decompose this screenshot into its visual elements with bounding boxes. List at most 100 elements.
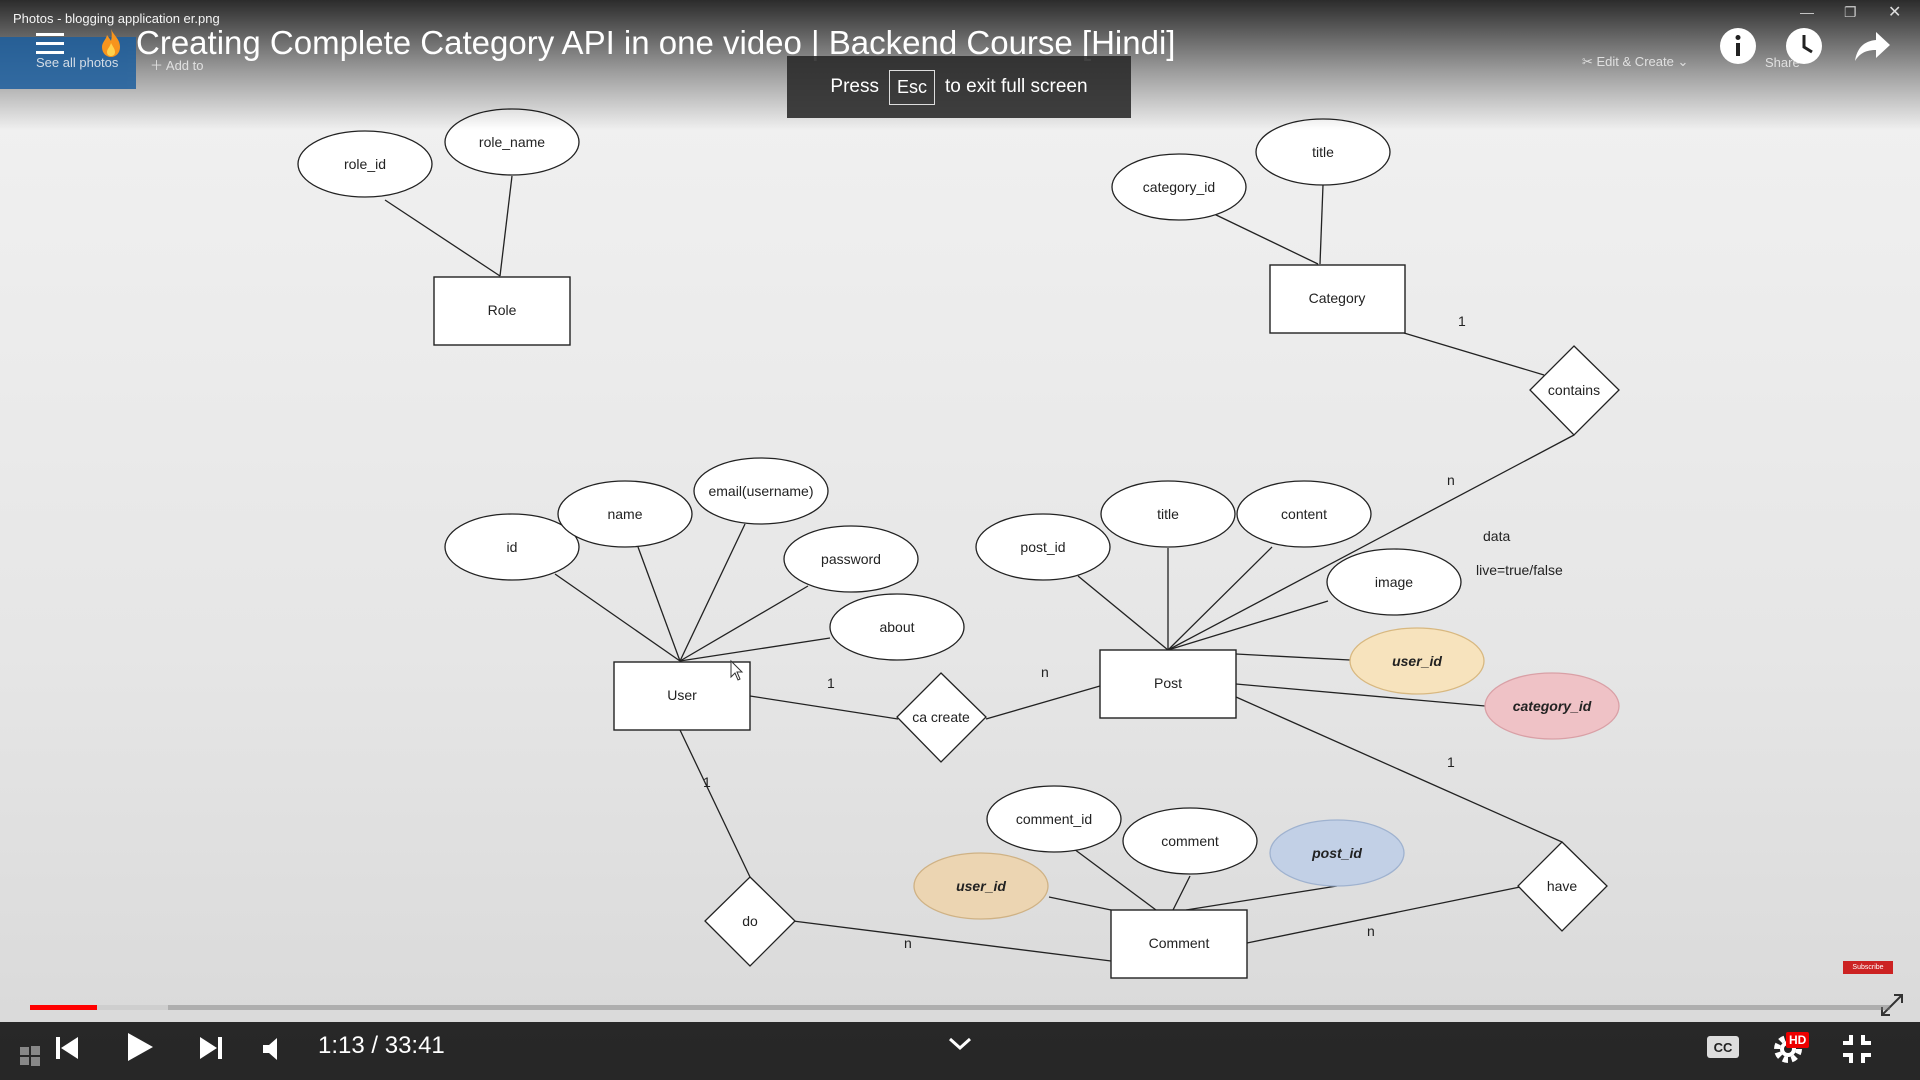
entity-user-label: User (667, 687, 697, 703)
player-controls (0, 1022, 1920, 1080)
attr-role-id: role_id (297, 130, 433, 198)
attr-user-email-label: email(username) (708, 483, 813, 499)
card-user-create: 1 (827, 675, 835, 691)
fullscreen-hint-rest: to exit full screen (945, 76, 1088, 97)
entity-post: Post (1099, 649, 1237, 719)
entity-comment-label: Comment (1149, 935, 1210, 951)
window-maximize-icon[interactable]: ❐ (1844, 4, 1857, 20)
see-all-photos-label: See all photos (36, 55, 119, 70)
subscribe-watermark[interactable]: Subscribe (1843, 961, 1893, 974)
chevron-down-icon[interactable] (944, 1034, 976, 1054)
attr-category-title-label: title (1312, 144, 1334, 160)
attr-user-id: id (444, 513, 580, 581)
fullscreen-hint: Press Esc to exit full screen (787, 56, 1131, 118)
attr-user-name: name (557, 480, 693, 548)
windows-start-icon (20, 1046, 40, 1066)
previous-icon[interactable] (52, 1033, 82, 1063)
note-data: data (1483, 528, 1510, 544)
attr-comment-post-id: post_id (1269, 819, 1405, 887)
volume-icon[interactable] (260, 1034, 290, 1064)
rel-can-create: ca create (896, 672, 987, 763)
watch-later-icon[interactable] (1784, 26, 1824, 66)
esc-key: Esc (888, 69, 935, 105)
attr-user-name-label: name (607, 506, 642, 522)
entity-post-label: Post (1154, 675, 1182, 691)
connector-lines (384, 175, 1575, 962)
playlist-menu-icon[interactable] (36, 33, 64, 55)
attr-comment-post-id-label: post_id (1311, 845, 1362, 861)
attr-comment-user-id-label: user_id (956, 878, 1006, 894)
next-icon[interactable] (196, 1033, 226, 1063)
exit-fullscreen-icon[interactable] (1840, 1032, 1874, 1066)
mouse-cursor (730, 659, 744, 681)
rel-have-label: have (1547, 878, 1578, 894)
card-post-have: 1 (1447, 754, 1455, 770)
rel-do-label: do (742, 913, 758, 929)
edit-create-button[interactable]: ✂ Edit & Create ⌄ (1582, 54, 1689, 69)
attr-role-name-label: role_name (479, 134, 545, 150)
attr-user-about-label: about (879, 619, 914, 635)
add-to-label: Add to (165, 58, 204, 73)
edit-create-label: Edit & Create (1596, 54, 1674, 69)
attr-user-about: about (829, 593, 965, 661)
attr-post-id: post_id (975, 513, 1111, 581)
share-label: Share (1765, 55, 1800, 70)
attr-post-title: title (1100, 480, 1236, 548)
attr-user-id-label: id (507, 539, 518, 555)
attr-user-password-label: password (821, 551, 881, 567)
captions-icon[interactable]: CC (1706, 1034, 1740, 1060)
entity-category: Category (1269, 264, 1406, 334)
attr-post-title-label: title (1157, 506, 1179, 522)
attr-post-image: image (1326, 548, 1462, 616)
rel-can-create-label: ca create (912, 709, 970, 725)
attr-category-id-label: category_id (1143, 179, 1215, 195)
attr-post-user-id-label: user_id (1392, 653, 1442, 669)
entity-comment: Comment (1110, 909, 1248, 979)
rel-have: have (1517, 841, 1608, 932)
entity-role: Role (433, 276, 571, 346)
flame-icon (102, 29, 120, 57)
attr-comment-id-label: comment_id (1016, 811, 1092, 827)
card-do-comment: n (904, 935, 912, 951)
window-minimize-icon[interactable]: — (1800, 4, 1814, 20)
card-have-comment: n (1367, 923, 1375, 939)
window-close-icon[interactable]: ✕ (1888, 4, 1902, 21)
attr-user-email: email(username) (693, 457, 829, 525)
video-title[interactable]: Creating Complete Category API in one vi… (136, 24, 1176, 61)
progress-played (30, 1005, 98, 1010)
attr-post-image-label: image (1375, 574, 1413, 590)
entity-user: User (613, 661, 751, 731)
hd-badge: HD (1786, 1032, 1810, 1048)
attr-post-category-id: category_id (1484, 672, 1620, 740)
attr-post-category-id-label: category_id (1513, 698, 1592, 714)
fullscreen-hint-press: Press (830, 76, 879, 97)
attr-category-id: category_id (1111, 153, 1247, 221)
card-user-do: 1 (703, 774, 711, 790)
card-contains-post: n (1447, 472, 1455, 488)
attr-comment-id: comment_id (986, 785, 1122, 853)
share-icon[interactable] (1852, 26, 1892, 66)
add-to-button[interactable]: ＋ Add to (150, 58, 204, 73)
expand-diagonal-icon[interactable] (1880, 993, 1904, 1017)
info-icon[interactable] (1718, 26, 1758, 66)
progress-buffered (30, 1005, 168, 1010)
entity-role-label: Role (488, 302, 517, 318)
card-category-contains: 1 (1458, 313, 1466, 329)
attr-post-content-label: content (1281, 506, 1327, 522)
card-create-post: n (1041, 664, 1049, 680)
attr-post-content: content (1236, 480, 1372, 548)
attr-comment-text: comment (1122, 807, 1258, 875)
photos-window-title: Photos - blogging application er.png (13, 11, 220, 26)
play-icon[interactable] (122, 1030, 156, 1064)
note-live: live=true/false (1476, 562, 1563, 578)
attr-comment-text-label: comment (1161, 833, 1219, 849)
svg-text:CC: CC (1714, 1040, 1733, 1055)
rel-contains-label: contains (1548, 382, 1600, 398)
attr-user-password: password (783, 525, 919, 593)
rel-do: do (704, 876, 796, 967)
attr-role-id-label: role_id (344, 156, 386, 172)
progress-bar[interactable] (30, 1005, 1890, 1010)
rel-contains: contains (1529, 345, 1620, 436)
